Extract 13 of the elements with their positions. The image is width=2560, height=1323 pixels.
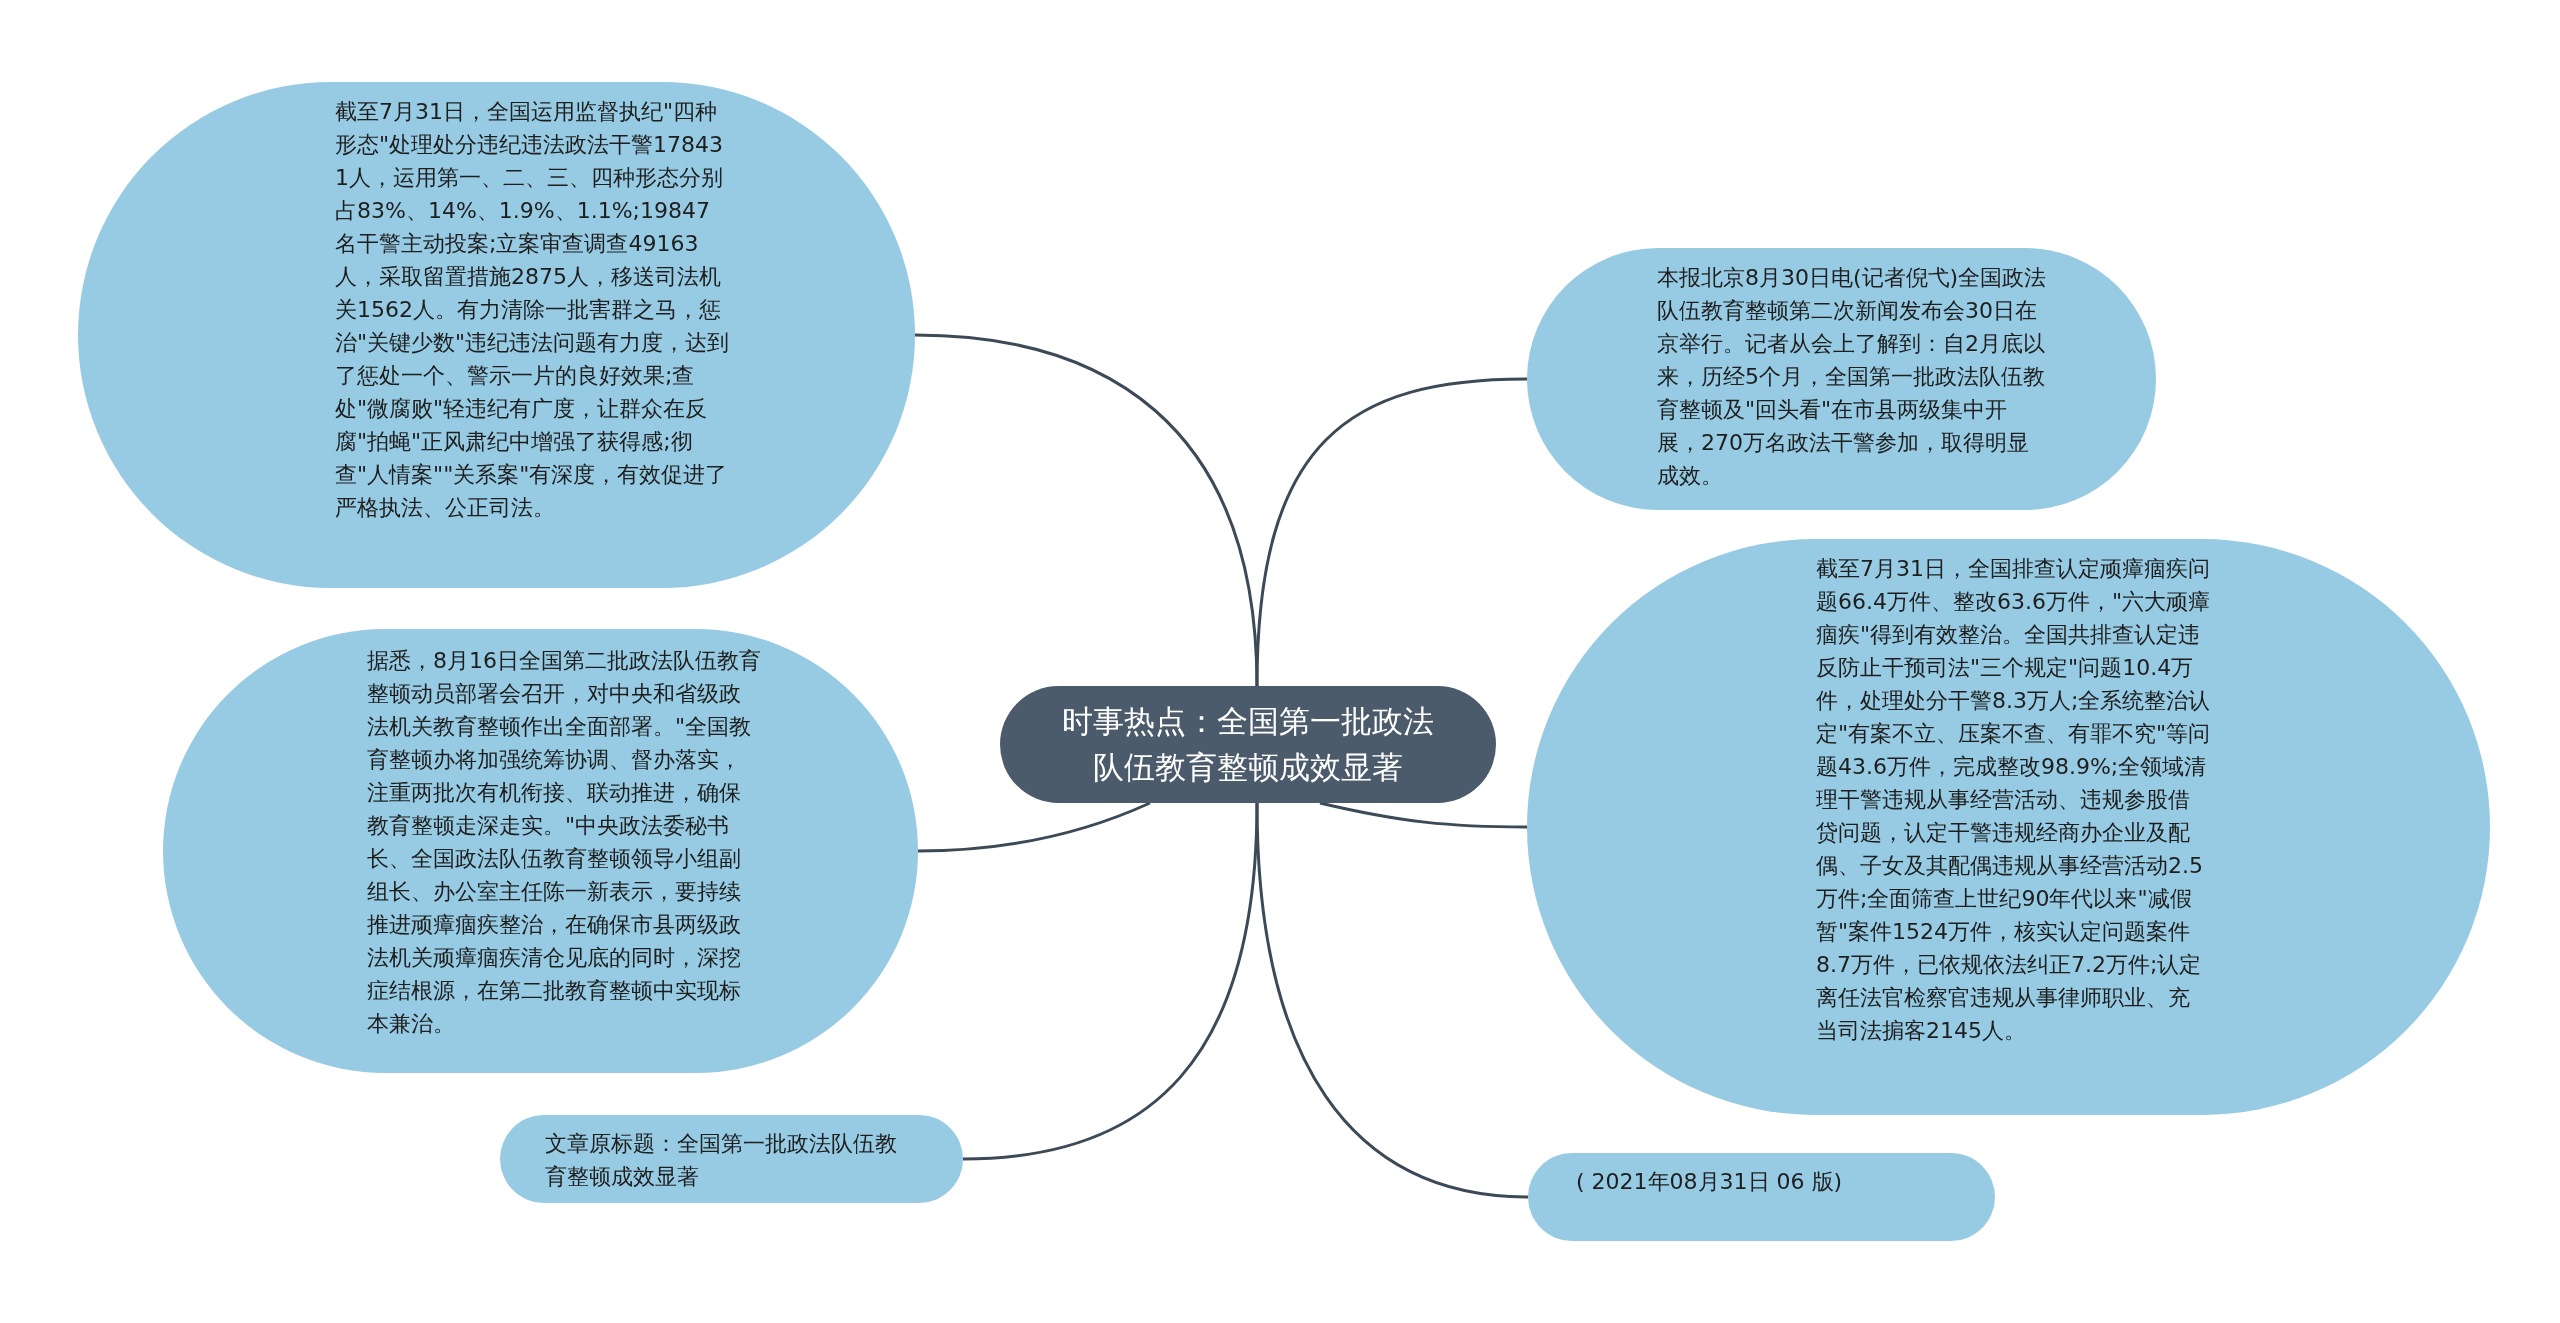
connector <box>1255 802 1529 1199</box>
connector <box>914 333 1259 687</box>
topic-text: 截至7月31日，全国运用监督执纪"四种形态"处理处分违纪违法政法干警178431人，运用第一、二、三、四种形态分别占83%、14%、1.9%、1.1%;19847名干警主动投案;立案审查调查49163人，采取留置措施2875人，移送司法机关1562人。有力清除一批害群之马，惩治"关键少数"违纪违法问题有力度，达到了惩处一个、警示一片的良好效果;查处"微腐败"轻违纪有广度，让群众在反腐"拍蝇"正风肃纪中增强了获得感;彻查"人情案""关系案"有深度，有效促进了严格执法、公正司法。 <box>335 98 730 522</box>
connector <box>962 802 1259 1161</box>
topic-text: ( 2021年08月31日 06 版) <box>1576 1168 1844 1196</box>
connector <box>1319 801 1527 829</box>
topic-text: 本报北京8月30日电(记者倪弋)全国政法队伍教育整顿第二次新闻发布会30日在京举行。记者从会上了解到：自2月底以来，历经5个月，全国第一批政法队伍教育整顿及"回头看"在市县两级集中开展，270万名政法干警参加，取得明显成效。 <box>1657 264 2047 490</box>
connector <box>1255 377 1528 687</box>
topic-text: 文章原标题：全国第一批政法队伍教育整顿成效显著 <box>545 1130 898 1191</box>
topic-text: 据悉，8月16日全国第二批政法队伍教育整顿动员部署会召开，对中央和省级政法机关教育整顿作出全面部署。"全国教育整顿办将加强统筹协调、督办落实，注重两批次有机衔接、联动推进，确保教育整顿走深走实。"中央政法委秘书长、全国政法队伍教育整顿领导小组副组长、办公室主任陈一新表示，要持续推进顽瘴痼疾整治，在确保市县两级政法机关顽瘴痼疾清仓见底的同时，深挖症结根源，在第二批教育整顿中实现标本兼治。 <box>367 647 762 1038</box>
topic-text: 截至7月31日，全国排查认定顽瘴痼疾问题66.4万件、整改63.6万件，"六大顽瘴痼疾"得到有效整治。全国共排查认定违反防止干预司法"三个规定"问题10.4万件，处理处分干警8.3万人;全系统整治认定"有案不立、压案不查、有罪不究"等问题43.6万件，完成整改98.9%;全领域清理干警违规从事经营活动、违规参股借贷问题，认定干警违规经商办企业及配偶、子女及其配偶违规从事经营活动2.5万件;全面筛查上世纪90年代以来"减假暂"案件1524万件，核实认定问题案件8.7万件，已依规依法纠正7.2万件;认定离任法官检察官违规从事律师职业、充当司法掮客2145人。 <box>1816 555 2211 1045</box>
central-topic-text: 时事热点：全国第一批政法队伍教育整顿成效显著 <box>1061 702 1435 787</box>
connector <box>917 801 1151 853</box>
